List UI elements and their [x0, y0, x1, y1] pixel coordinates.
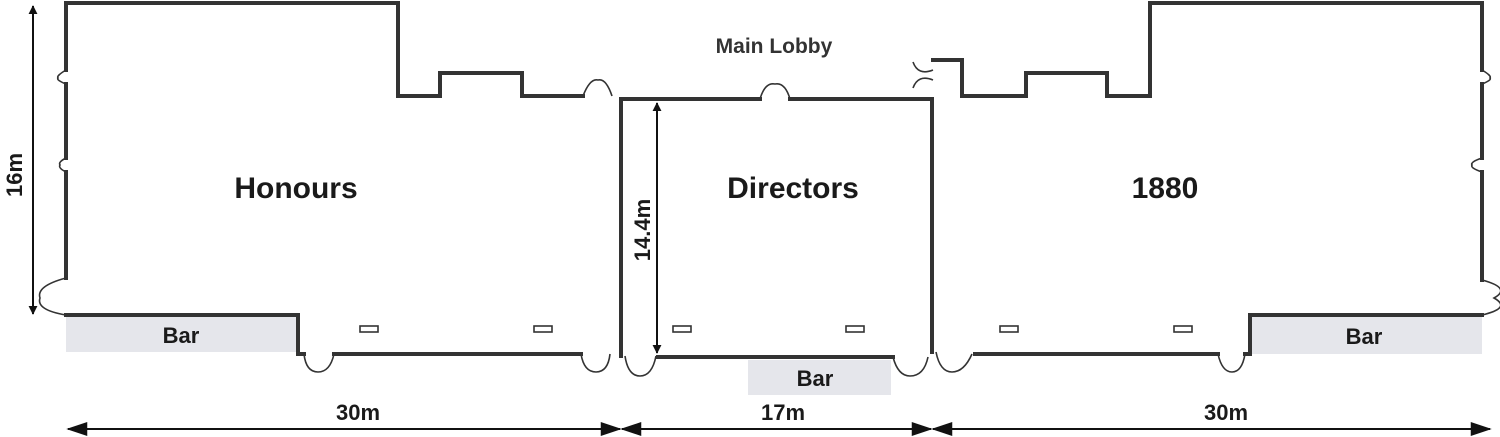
- lobby-label: Main Lobby: [716, 35, 833, 58]
- dim-label-14-4m: 14.4m: [630, 199, 655, 261]
- bar-area-center: [748, 360, 891, 395]
- bar-area-right: [1252, 316, 1482, 354]
- directors-walls: [619, 97, 934, 359]
- dim-label-30m-left: 30m: [336, 400, 380, 425]
- floor-outlets: [359, 325, 1193, 333]
- room-label-honours: Honours: [234, 172, 357, 205]
- room-label-directors: Directors: [727, 172, 859, 205]
- dim-label-16m: 16m: [2, 153, 27, 197]
- dim-label-30m-right: 30m: [1204, 400, 1248, 425]
- honours-walls: [64, 1, 585, 356]
- bar-label-center: Bar: [797, 366, 834, 391]
- room-1880-walls: [931, 1, 1484, 356]
- bar-label-right: Bar: [1346, 324, 1383, 349]
- dim-label-17m: 17m: [761, 400, 805, 425]
- room-label-1880: 1880: [1132, 172, 1199, 205]
- bar-label-left: Bar: [163, 323, 200, 348]
- doors: [38, 61, 1500, 377]
- bar-area-left: [66, 316, 296, 352]
